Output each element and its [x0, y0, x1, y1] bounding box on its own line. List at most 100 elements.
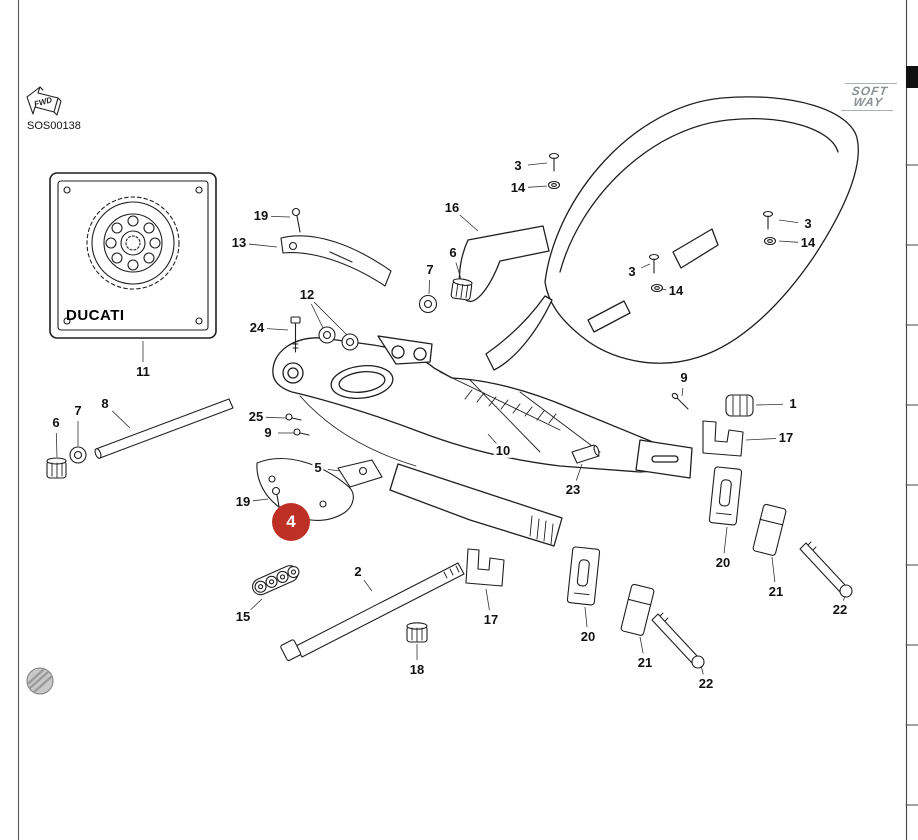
bracket-part-5[interactable] — [337, 459, 383, 488]
leader-line — [248, 243, 278, 248]
part-callout-1[interactable]: 1 — [787, 395, 799, 412]
part-callout-11[interactable]: 11 — [134, 363, 152, 380]
washer-part-14-a[interactable] — [547, 180, 561, 190]
screw-part-9-left[interactable] — [293, 428, 310, 436]
leader-line — [266, 328, 289, 331]
washer-part-14-b[interactable] — [763, 236, 777, 246]
pin-part-23[interactable] — [571, 444, 600, 464]
part-callout-13[interactable]: 13 — [229, 234, 249, 251]
washer-part-14-c[interactable] — [650, 283, 664, 293]
part-callout-3[interactable]: 3 — [626, 263, 638, 280]
part-callout-21[interactable]: 21 — [766, 583, 786, 600]
part-callout-7[interactable]: 7 — [72, 402, 84, 419]
part-callout-7[interactable]: 7 — [424, 261, 436, 278]
leader-line — [485, 588, 490, 611]
part-callout-10[interactable]: 10 — [493, 442, 513, 459]
part-callout-20[interactable]: 20 — [713, 554, 733, 571]
washer-part-7-top[interactable] — [418, 294, 438, 314]
part-callout-17[interactable]: 17 — [481, 611, 501, 628]
part-callout-19[interactable]: 19 — [233, 493, 253, 510]
part-callout-17[interactable]: 17 — [776, 429, 796, 446]
leader-line — [249, 598, 263, 611]
screw-part-19-top[interactable] — [291, 207, 301, 233]
part-callout-22[interactable]: 22 — [830, 601, 850, 618]
leader-line — [778, 240, 799, 243]
adjuster-block-part-20-right[interactable] — [708, 466, 743, 526]
part-callout-18[interactable]: 18 — [407, 661, 427, 678]
leader-line — [584, 606, 588, 628]
plug-part-18[interactable] — [406, 622, 428, 643]
leader-line — [778, 219, 799, 224]
leader-line — [311, 303, 324, 329]
leader-line — [755, 403, 784, 406]
part-callout-2[interactable]: 2 — [352, 563, 364, 580]
end-cap-part-21-right[interactable] — [752, 503, 787, 556]
plug-part-6-left[interactable] — [46, 457, 67, 479]
part-callout-20[interactable]: 20 — [578, 628, 598, 645]
part-callout-5[interactable]: 5 — [312, 459, 324, 476]
scrollbar-track[interactable] — [905, 0, 918, 840]
chain-link-part-15[interactable] — [250, 562, 302, 597]
leader-line — [111, 410, 131, 429]
leader-line — [252, 498, 269, 502]
leader-line — [771, 556, 776, 583]
adjuster-bolt-part-22-right[interactable] — [799, 541, 853, 598]
washer-part-7-left[interactable] — [69, 446, 87, 464]
part-callout-9[interactable]: 9 — [262, 424, 274, 441]
screw-part-3-c[interactable] — [648, 253, 660, 274]
leader-line — [640, 263, 651, 269]
part-callout-3[interactable]: 3 — [802, 215, 814, 232]
fwd-arrow-icon: FWD — [26, 86, 62, 116]
part-callout-14[interactable]: 14 — [666, 282, 686, 299]
leader-line — [639, 636, 644, 654]
screw-part-9-right[interactable] — [671, 392, 689, 410]
adjuster-bolt-part-22-bottom[interactable] — [651, 612, 705, 669]
washers-part-12[interactable] — [318, 326, 359, 351]
pivot-rod-part-8[interactable] — [94, 398, 234, 459]
leader-line — [660, 288, 667, 291]
leader-line — [455, 262, 462, 280]
part-callout-24[interactable]: 24 — [247, 319, 267, 336]
bolt-part-24[interactable] — [290, 316, 301, 353]
part-callout-23[interactable]: 23 — [563, 481, 583, 498]
adjuster-block-part-20-bottom[interactable] — [566, 546, 601, 606]
bushing-part-6-top[interactable] — [450, 278, 473, 301]
part-callout-21[interactable]: 21 — [635, 654, 655, 671]
rear-fender-part-16[interactable] — [458, 96, 859, 371]
part-callout-6[interactable]: 6 — [50, 414, 62, 431]
chain-slider-part-13[interactable] — [280, 235, 392, 287]
rear-axle-part-2[interactable] — [280, 562, 465, 662]
bracket-part-17-right[interactable] — [702, 420, 744, 457]
leader-line — [313, 301, 348, 336]
scrollbar-thumb[interactable] — [906, 66, 918, 88]
ducati-sprocket-panel[interactable] — [49, 172, 217, 339]
part-callout-22[interactable]: 22 — [696, 675, 716, 692]
part-callout-15[interactable]: 15 — [233, 608, 253, 625]
part-callout-14[interactable]: 14 — [508, 179, 528, 196]
part-callout-19[interactable]: 19 — [251, 207, 271, 224]
screw-part-3-b[interactable] — [762, 210, 774, 230]
swingarm-part-10[interactable] — [272, 335, 693, 547]
screw-part-3-a[interactable] — [548, 152, 560, 172]
bracket-part-17-bottom[interactable] — [465, 548, 505, 587]
part-callout-14[interactable]: 14 — [798, 234, 818, 251]
part-callout-8[interactable]: 8 — [99, 395, 111, 412]
end-cap-part-21-bottom[interactable] — [620, 583, 655, 636]
screw-part-25[interactable] — [285, 413, 302, 421]
leader-line — [270, 215, 291, 218]
leader-line — [428, 279, 430, 295]
highlighted-part-callout-4[interactable]: 4 — [272, 503, 310, 541]
part-callout-16[interactable]: 16 — [442, 199, 462, 216]
bushing-part-1[interactable] — [725, 394, 754, 417]
part-callout-25[interactable]: 25 — [246, 408, 266, 425]
part-callout-6[interactable]: 6 — [447, 244, 459, 261]
part-callout-3[interactable]: 3 — [512, 157, 524, 174]
leader-line — [575, 463, 583, 481]
leader-line — [745, 438, 777, 441]
part-callout-12[interactable]: 12 — [297, 286, 317, 303]
part-callout-9[interactable]: 9 — [678, 369, 690, 386]
leader-line — [723, 526, 728, 554]
leader-line — [459, 214, 479, 232]
